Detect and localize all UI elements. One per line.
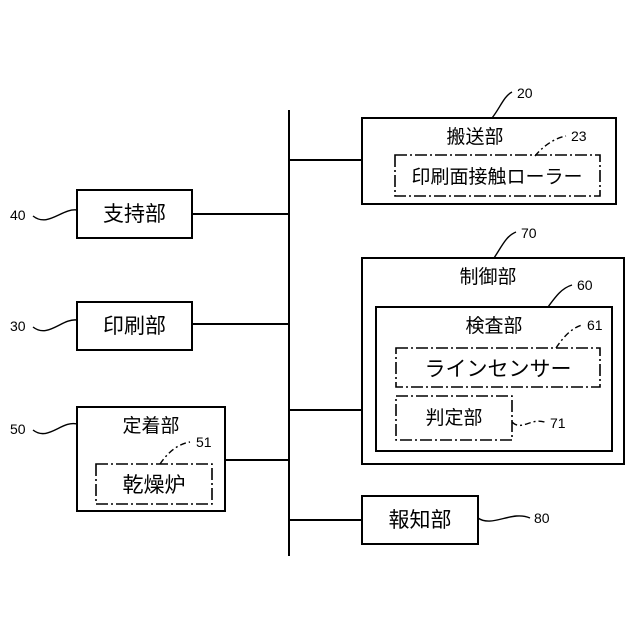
transport-unit-label: 搬送部 <box>446 126 503 148</box>
notification-unit-label: 報知部 <box>389 508 452 532</box>
fixing-unit-leader <box>33 424 77 434</box>
fixing-unit-label: 定着部 <box>122 415 179 437</box>
roller-ref: 23 <box>571 128 587 144</box>
control-unit-block: 制御部 70 検査部 60 ラインセンサー 61 判定部 71 <box>362 225 624 464</box>
control-unit-ref: 70 <box>521 225 537 241</box>
transport-unit-block: 搬送部 印刷面接触ローラー 20 23 <box>362 85 616 204</box>
support-unit-block: 支持部 40 <box>10 190 192 238</box>
roller-label: 印刷面接触ローラー <box>411 166 582 188</box>
inspection-unit-ref: 60 <box>577 277 593 293</box>
determination-unit-label: 判定部 <box>425 407 482 429</box>
notification-unit-leader <box>478 516 530 521</box>
support-unit-ref: 40 <box>10 207 26 223</box>
printing-unit-label: 印刷部 <box>103 314 166 338</box>
inspection-unit-label: 検査部 <box>465 315 522 337</box>
notification-unit-block: 報知部 80 <box>362 496 550 544</box>
fixing-unit-block: 定着部 50 乾燥炉 51 <box>10 407 225 511</box>
support-unit-leader <box>33 210 77 220</box>
transport-unit-leader <box>492 92 512 118</box>
notification-unit-ref: 80 <box>534 510 550 526</box>
printing-unit-block: 印刷部 30 <box>10 302 192 350</box>
control-unit-label: 制御部 <box>459 266 516 288</box>
fixing-unit-ref: 50 <box>10 421 26 437</box>
printing-unit-leader <box>33 320 77 331</box>
determination-unit-ref: 71 <box>550 415 566 431</box>
printing-unit-ref: 30 <box>10 318 26 334</box>
transport-unit-ref: 20 <box>517 85 533 101</box>
drying-oven-ref: 51 <box>196 434 212 450</box>
drying-oven-label: 乾燥炉 <box>123 473 186 497</box>
line-sensor-label: ラインセンサー <box>425 357 572 381</box>
line-sensor-ref: 61 <box>587 317 603 333</box>
control-unit-leader <box>494 232 516 258</box>
support-unit-label: 支持部 <box>103 202 166 226</box>
